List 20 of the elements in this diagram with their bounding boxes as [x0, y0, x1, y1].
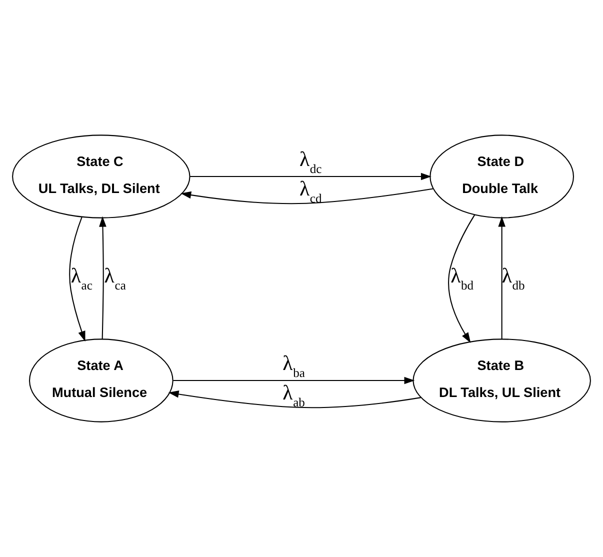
arrow: [69, 217, 86, 342]
arrow: [190, 172, 432, 180]
node-ellipse: State C UL Talks, DL Silent: [12, 134, 190, 218]
arrow: [173, 376, 415, 384]
edge-label: λ$_{ba}$: [282, 351, 305, 380]
edge-label: λ$_{dc}$: [299, 147, 322, 176]
edge-label: λ$_{bd}$: [450, 264, 474, 293]
node-ellipse: State D Double Talk: [430, 134, 574, 218]
edge-label: λ$_{db}$: [502, 264, 525, 293]
edge-label: λ$_{ab}$: [282, 380, 305, 410]
arrow: [180, 188, 434, 204]
arrow: [448, 214, 476, 343]
arrow: [99, 216, 106, 339]
node-ellipse: State A Mutual Silence: [29, 338, 174, 422]
arrow: [498, 216, 506, 340]
edge-label: λ$_{cd}$: [299, 176, 322, 206]
arrow: [168, 390, 421, 408]
node-ellipse: State B DL Talks, UL Slient: [412, 338, 591, 422]
edge-label: λ$_{ac}$: [70, 264, 92, 293]
edge-label: λ$_{ca}$: [104, 264, 126, 293]
